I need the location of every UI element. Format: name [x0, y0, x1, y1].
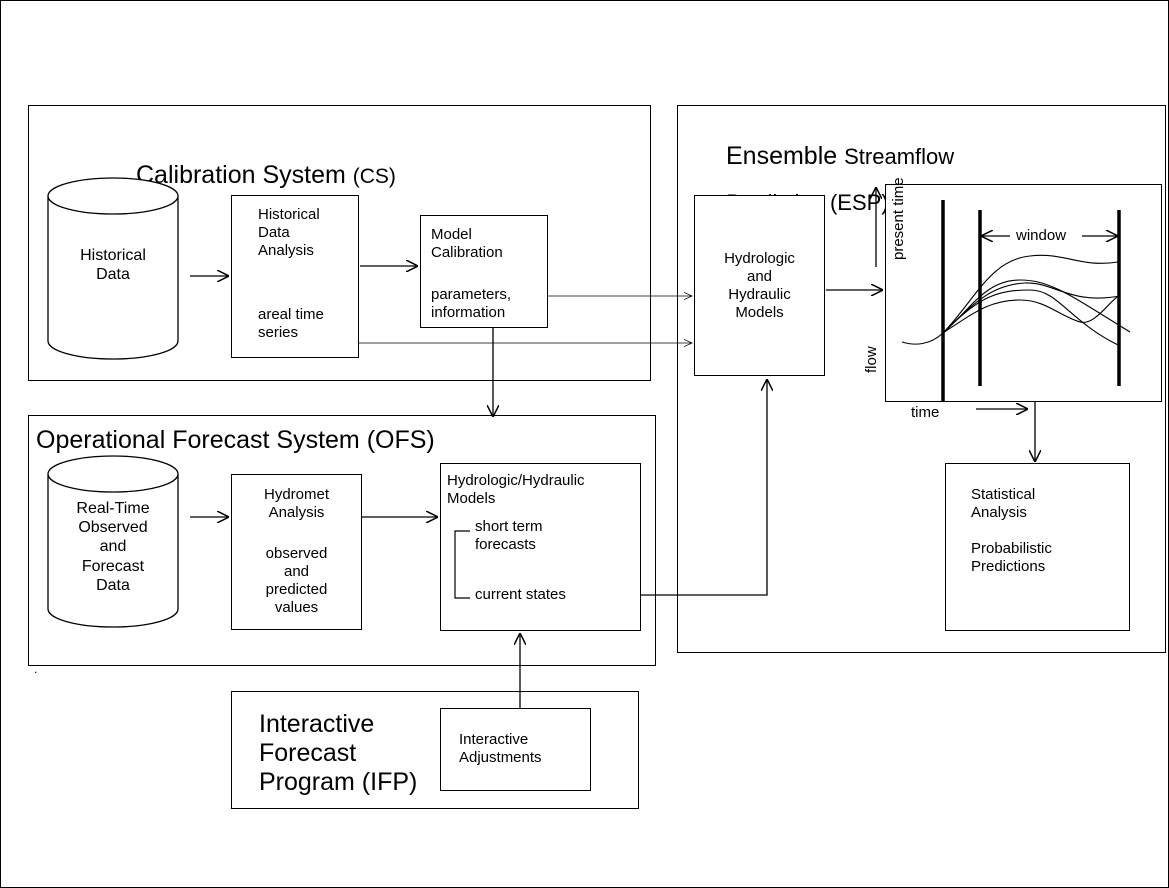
- hydromet-analysis-box: [231, 474, 362, 630]
- historical-data-analysis-label: Historical Data Analysis: [258, 206, 320, 259]
- model-calibration-box: [420, 215, 548, 328]
- areal-time-series-label: areal time series: [258, 306, 324, 341]
- calibration-system-title-abbr: (CS): [352, 164, 396, 188]
- esp-models-box: [694, 195, 825, 376]
- ofs-title: Operational Forecast System (OFS): [36, 426, 435, 454]
- arrow-current-states-to-esp: [641, 380, 767, 596]
- observed-predicted-values-label: observed and predicted values: [265, 545, 328, 616]
- historical-data-cylinder: [47, 177, 179, 360]
- interactive-adjustments-box: [440, 708, 591, 791]
- statistical-analysis-box: [945, 463, 1130, 631]
- short-term-forecasts-label: short term forecasts: [475, 518, 543, 553]
- ensemble-trace-2: [942, 279, 1131, 334]
- statistical-analysis-label: Statistical Analysis Probabilistic Predi…: [971, 486, 1052, 575]
- current-states-label: current states: [475, 586, 566, 603]
- ensemble-trace-3: [942, 282, 1121, 334]
- esp-models-label: Hydrologic and Hydraulic Models: [724, 250, 795, 321]
- observed-trace: [901, 332, 944, 345]
- ensemble-trace-5: [942, 294, 1121, 334]
- time-axis-label: time: [911, 404, 940, 421]
- calibration-parameters-label: parameters, information: [431, 286, 512, 321]
- real-time-data-label: Real-Time Observed and Forecast Data: [76, 500, 150, 594]
- ifp-title: Interactive Forecast Program (IFP): [259, 710, 418, 796]
- window-label: window: [1014, 227, 1069, 245]
- ofs-hydrologic-hydraulic-box: [440, 463, 641, 631]
- esp-title-ensemble: Ensemble: [726, 142, 845, 171]
- historical-data-label: Historical Data: [80, 247, 146, 284]
- hydromet-analysis-label: Hydromet Analysis: [263, 486, 330, 521]
- esp-title-streamflow: Streamflow: [844, 144, 955, 170]
- real-time-data-cylinder: [47, 455, 179, 628]
- ensemble-trace-1: [942, 254, 1119, 334]
- historical-data-box: [231, 195, 359, 358]
- interactive-adjustments-label: Interactive Adjustments: [459, 731, 542, 766]
- models-bracket: [454, 530, 470, 599]
- ensemble-traces: [901, 254, 1131, 346]
- footnote-dot: .: [34, 662, 38, 676]
- model-calibration-label: Model Calibration: [431, 226, 503, 261]
- hydrologic-hydraulic-models-label: Hydrologic/Hydraulic Models: [447, 472, 585, 507]
- ensemble-plot-box: [885, 184, 1162, 402]
